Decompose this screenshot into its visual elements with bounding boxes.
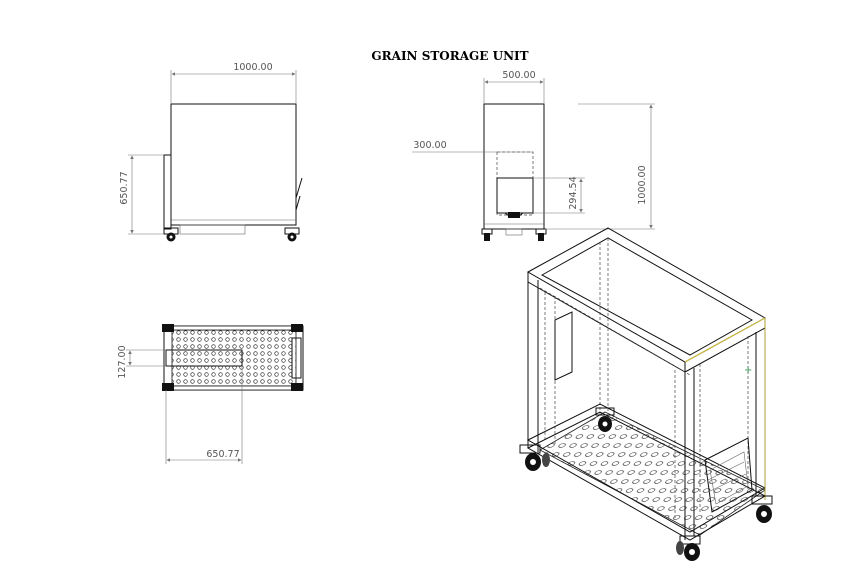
side-view: 500.00 300.00 294.54 1000.00 [412,70,655,241]
top-wheel-1 [162,324,174,332]
side-wheel-right [535,228,547,241]
top-wheel-2 [291,324,303,332]
side-wheel-left [481,228,493,241]
iso-wheel-back-right [751,495,773,523]
iso-side-chute [554,311,573,381]
top-wheel-4 [291,383,303,391]
front-width-dim: 1000.00 [233,62,272,73]
side-width-dim: 500.00 [502,70,535,81]
iso-wheel-front-left [519,444,550,471]
isometric-view: + [519,227,773,561]
side-hopper-dim: 294.54 [568,176,579,209]
front-drawer [179,224,246,235]
iso-top-frame [526,227,767,363]
iso-hopper [704,437,753,513]
front-wheel-right [284,227,300,242]
front-view: 1000.00 650.77 [119,62,303,242]
top-perforated-floor [171,329,297,387]
top-view: 127.00 650.77 [117,324,304,464]
drawing-title: GRAIN STORAGE UNIT [371,49,528,63]
svg-text:+: + [744,365,752,376]
top-wheel-3 [162,383,174,391]
top-length-dim: 650.77 [206,449,239,460]
iso-wheel-back-left [595,407,615,432]
side-body [483,103,545,230]
front-height-dim: 650.77 [119,171,130,204]
top-depth-dim: 127.00 [117,345,128,378]
front-body [170,103,297,226]
side-height-dim: 1000.00 [637,165,648,204]
iso-wheel-front-right [676,535,701,561]
side-opening-dim: 300.00 [413,140,446,151]
top-chute [165,349,243,367]
side-hopper [496,177,534,214]
front-handle [163,154,172,230]
front-wheel-left [163,227,179,242]
